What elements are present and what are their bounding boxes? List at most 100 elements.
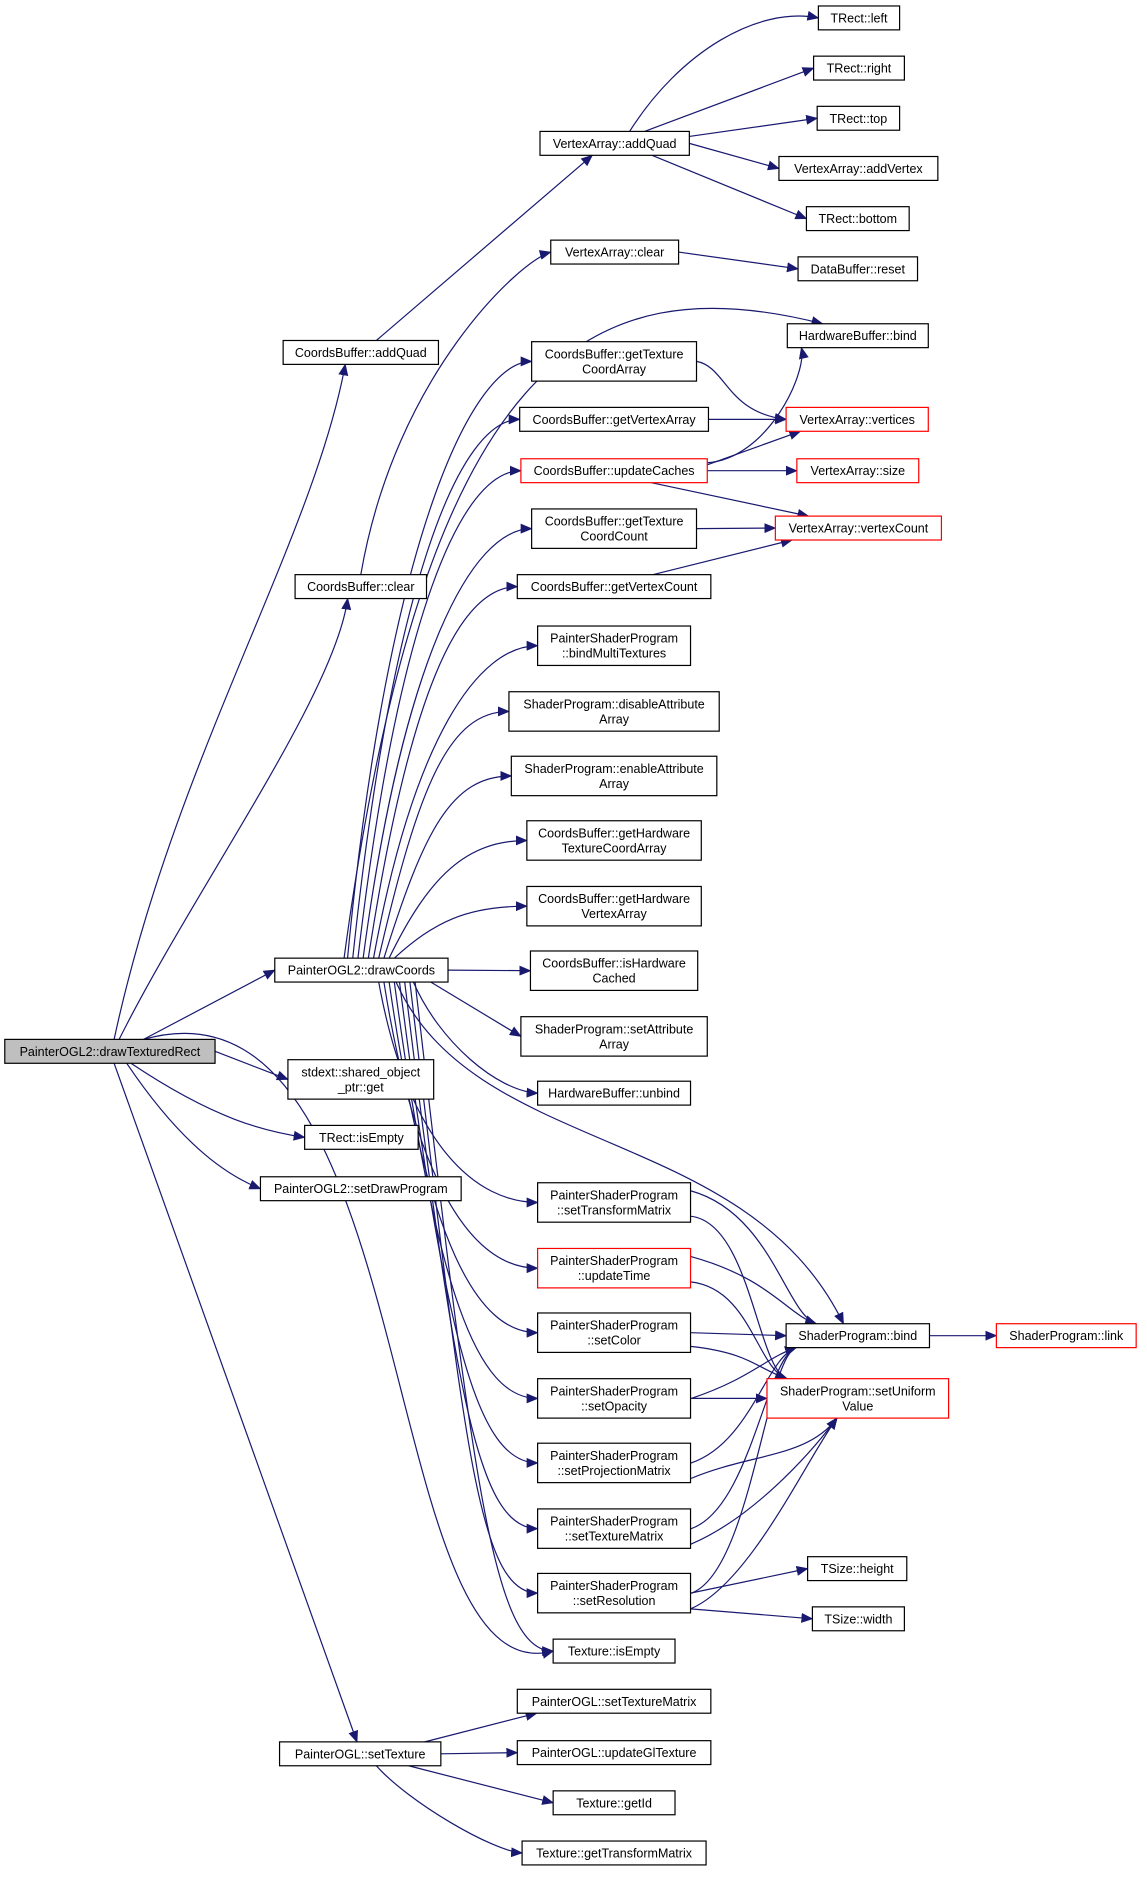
call-edge [383, 770, 513, 959]
node-box [537, 1378, 692, 1419]
call-edge [346, 356, 533, 959]
node-set-opacity[interactable]: PainterShaderProgram::setOpacity [537, 1378, 692, 1419]
node-label: ::setTextureMatrix [565, 1530, 664, 1544]
call-edge [707, 346, 809, 464]
node-label: PainterShaderProgram [550, 1319, 678, 1333]
node-label: Array [599, 777, 630, 791]
node-label: PainterShaderProgram [550, 1449, 678, 1463]
call-edge [690, 1281, 788, 1380]
call-edge [707, 430, 802, 466]
node-update-caches[interactable]: CoordsBuffer::updateCaches [520, 458, 708, 484]
node-tex-get-id[interactable]: Texture::getId [552, 1790, 676, 1816]
node-set-draw-program[interactable]: PainterOGL2::setDrawProgram [259, 1176, 462, 1202]
node-set-texture-matrix[interactable]: PainterShaderProgram::setTextureMatrix [537, 1508, 692, 1549]
node-set-resolution[interactable]: PainterShaderProgram::setResolution [537, 1572, 692, 1614]
node-label: CoordArray [582, 362, 647, 376]
node-hb-unbind[interactable]: HardwareBuffer::unbind [537, 1080, 692, 1106]
node-va-vertex-count[interactable]: VertexArray::vertexCount [774, 515, 943, 541]
call-edge [690, 1417, 838, 1545]
call-edge [143, 969, 276, 1040]
call-edge [372, 640, 539, 959]
node-box [516, 1740, 712, 1766]
call-edge [690, 1330, 788, 1341]
node-box [516, 574, 712, 600]
function-nodes: PainterOGL2::drawTexturedRect CoordsBuffe… [4, 5, 1137, 1866]
node-ts-width[interactable]: TSize::width [811, 1606, 905, 1632]
node-rect-left[interactable]: TRect::left [817, 5, 901, 31]
node-rect-bottom[interactable]: TRect::bottom [805, 206, 910, 232]
node-box [520, 1016, 708, 1057]
node-box [817, 5, 901, 31]
node-rect-right[interactable]: TRect::right [812, 55, 905, 81]
call-edge [678, 251, 800, 273]
node-label: PainterShaderProgram [550, 632, 678, 646]
call-edge [398, 981, 539, 1468]
node-tex-get-transform[interactable]: Texture::getTransformMatrix [521, 1840, 707, 1866]
call-edge [651, 154, 808, 220]
node-label: VertexArray::vertexCount [789, 522, 929, 536]
call-edge [352, 414, 521, 959]
node-va-vertices[interactable]: VertexArray::vertices [785, 406, 929, 432]
node-va-add-quad[interactable]: VertexArray::addQuad [539, 130, 690, 156]
node-sp-link[interactable]: ShaderProgram::link [995, 1323, 1137, 1349]
node-box [552, 1638, 676, 1664]
node-get-vertex-array[interactable]: CoordsBuffer::getVertexArray [519, 406, 710, 432]
call-edge [378, 706, 510, 959]
node-hb-bind[interactable]: HardwareBuffer::bind [786, 323, 929, 349]
node-label: ::setResolution [573, 1594, 656, 1608]
node-bind-multi-textures[interactable]: PainterShaderProgram::bindMultiTextures [537, 625, 692, 667]
node-label: ::setTransformMatrix [557, 1203, 672, 1217]
node-box [537, 1247, 692, 1289]
node-va-clear[interactable]: VertexArray::clear [550, 239, 680, 265]
node-set-transform-matrix[interactable]: PainterShaderProgram::setTransformMatrix [537, 1182, 692, 1223]
node-box [550, 239, 680, 265]
node-va-add-vertex[interactable]: VertexArray::addVertex [778, 155, 939, 181]
node-db-reset[interactable]: DataBuffer::reset [797, 256, 919, 282]
node-ts-height[interactable]: TSize::height [807, 1556, 908, 1582]
node-va-size[interactable]: VertexArray::size [796, 458, 920, 484]
node-set-texture[interactable]: PainterOGL::setTexture [278, 1741, 442, 1767]
node-label: _ptr::get [337, 1080, 384, 1094]
node-shared-get[interactable]: stdext::shared_object_ptr::get [287, 1059, 435, 1100]
node-label: CoordsBuffer::isHardware [542, 957, 686, 971]
node-rect-top[interactable]: TRect::top [816, 105, 901, 131]
call-edge [690, 1417, 838, 1610]
node-label: CoordsBuffer::getTexture [545, 347, 684, 361]
node-draw-textured-rect[interactable]: PainterOGL2::drawTexturedRect [4, 1038, 216, 1064]
node-draw-coords[interactable]: PainterOGL2::drawCoords [274, 957, 449, 983]
call-edge [113, 363, 349, 1040]
node-get-vertex-count[interactable]: CoordsBuffer::getVertexCount [516, 574, 712, 600]
node-label: Array [599, 712, 630, 726]
node-update-time[interactable]: PainterShaderProgram::updateTime [537, 1247, 692, 1289]
node-box [786, 323, 929, 349]
node-get-hw-tex-coord[interactable]: CoordsBuffer::getHardwareTextureCoordArr… [526, 820, 702, 861]
node-cb-add-quad[interactable]: CoordsBuffer::addQuad [282, 339, 440, 365]
node-label: stdext::shared_object [301, 1065, 420, 1079]
node-cb-clear[interactable]: CoordsBuffer::clear [294, 574, 428, 600]
node-rect-is-empty[interactable]: TRect::isEmpty [304, 1124, 419, 1150]
node-box [805, 206, 910, 232]
node-sp-bind[interactable]: ShaderProgram::bind [785, 1323, 931, 1349]
node-set-color[interactable]: PainterShaderProgram::setColor [537, 1312, 692, 1354]
call-edge [690, 1346, 798, 1594]
node-label: Texture::getId [576, 1796, 652, 1810]
node-ogl-set-texture-matrix[interactable]: PainterOGL::setTextureMatrix [516, 1688, 712, 1714]
node-box [510, 755, 718, 797]
node-box [766, 1378, 950, 1419]
node-label: ShaderProgram::setAttribute [535, 1022, 693, 1036]
call-edge [424, 1711, 538, 1743]
node-set-projection-matrix[interactable]: PainterShaderProgram::setProjectionMatri… [537, 1442, 692, 1484]
node-tex-is-empty[interactable]: Texture::isEmpty [552, 1638, 676, 1664]
node-box [520, 458, 708, 484]
node-update-gl-texture[interactable]: PainterOGL::updateGlTexture [516, 1740, 712, 1766]
node-box [508, 691, 720, 732]
node-label: TRect::top [830, 112, 888, 126]
